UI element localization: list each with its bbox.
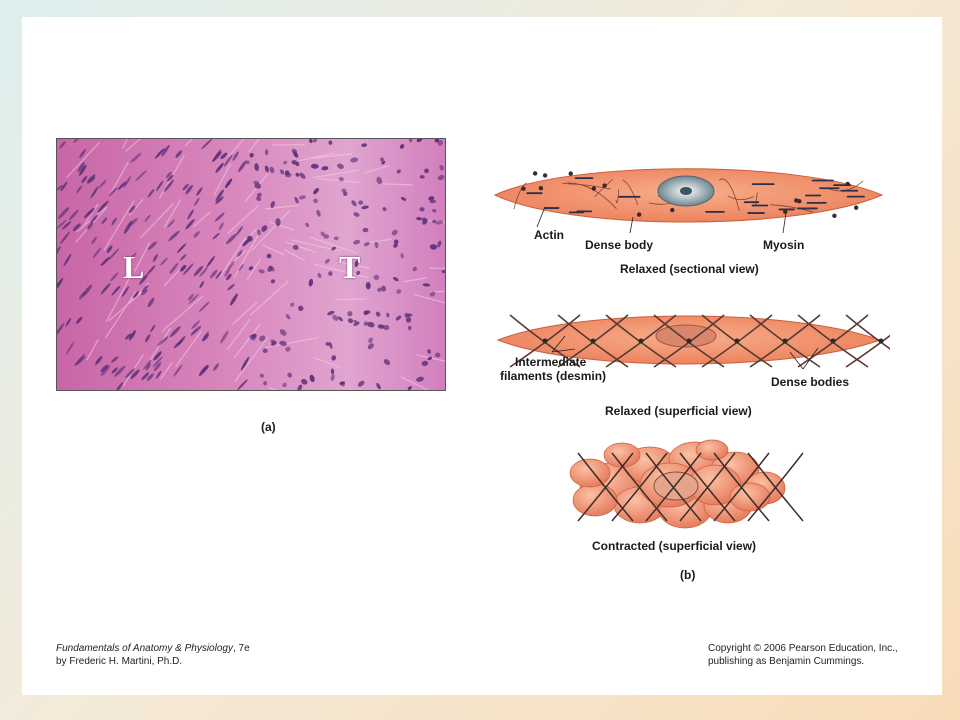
caption-relaxed-superficial: Relaxed (superficial view) xyxy=(605,404,752,418)
label-actin: Actin xyxy=(534,228,564,242)
label-intermediate-line1: Intermediate xyxy=(515,355,587,369)
nucleus xyxy=(653,471,699,501)
caption-contracted: Contracted (superficial view) xyxy=(592,539,757,553)
footer-copyright: Copyright © 2006 Pearson Education, Inc.… xyxy=(708,643,898,654)
relaxed-sectional-cell xyxy=(493,168,884,234)
book-title: Fundamentals of Anatomy & Physiology xyxy=(56,643,233,654)
footer-book-line: Fundamentals of Anatomy & Physiology, 7e xyxy=(56,642,250,655)
footer-author: by Frederic H. Martini, Ph.D. xyxy=(56,656,183,667)
tissue-section xyxy=(57,139,445,390)
label-dense-body: Dense body xyxy=(585,238,654,252)
label-longitudinal: L xyxy=(123,249,145,285)
relaxed-superficial-cell xyxy=(496,314,890,370)
book-edition: , 7e xyxy=(232,643,250,654)
nucleus xyxy=(655,324,717,348)
caption-b: (b) xyxy=(680,568,696,582)
micrograph-image: L T xyxy=(56,138,446,391)
smooth-muscle-diagrams xyxy=(493,168,890,529)
contracted-cell xyxy=(569,439,804,529)
caption-relaxed-sectional: Relaxed (sectional view) xyxy=(620,262,759,276)
label-transverse: T xyxy=(339,249,361,285)
label-intermediate-line2: filaments (desmin) xyxy=(500,369,607,383)
footer-publisher: publishing as Benjamin Cummings. xyxy=(708,656,865,667)
caption-a: (a) xyxy=(261,420,276,434)
label-myosin: Myosin xyxy=(763,238,805,252)
label-dense-bodies: Dense bodies xyxy=(771,375,850,389)
